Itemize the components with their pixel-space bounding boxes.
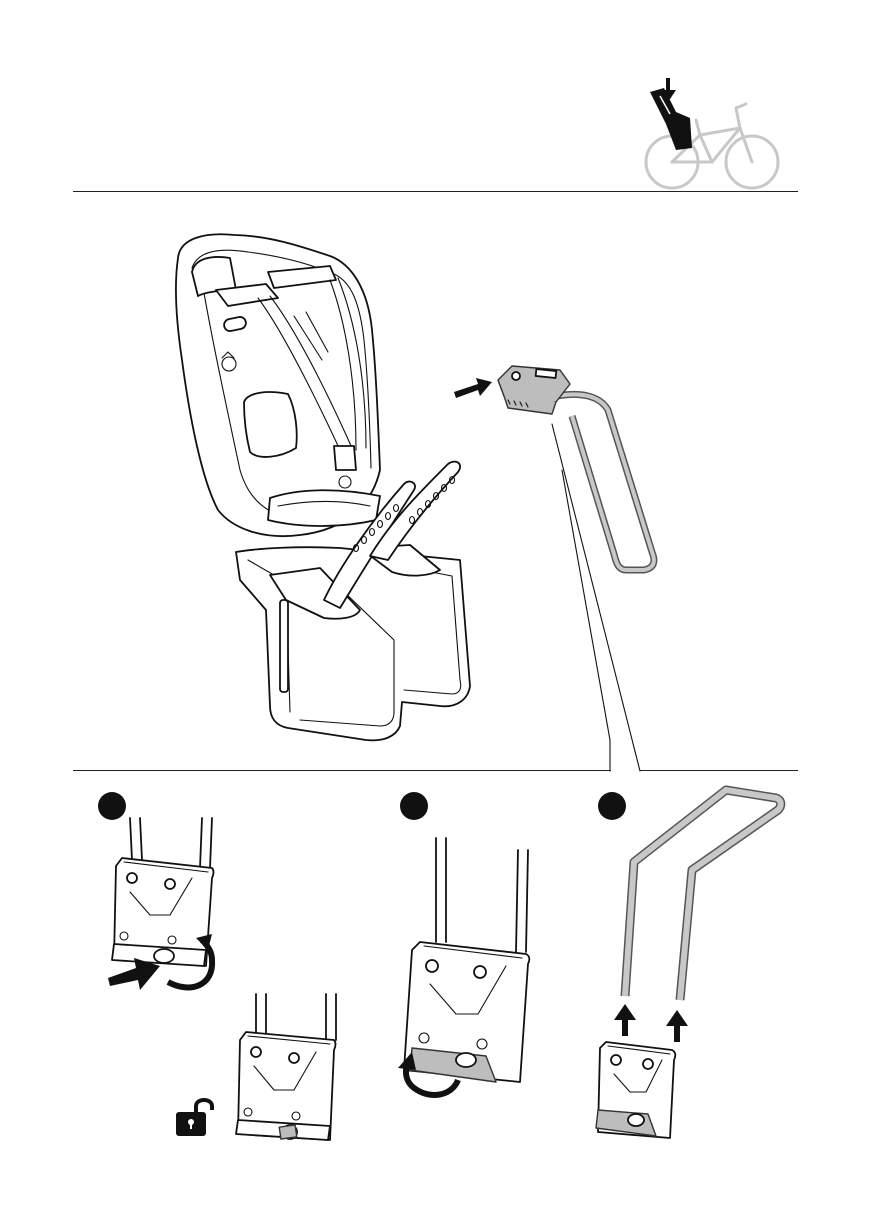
up-arrow-icon-2 <box>0 0 873 1225</box>
